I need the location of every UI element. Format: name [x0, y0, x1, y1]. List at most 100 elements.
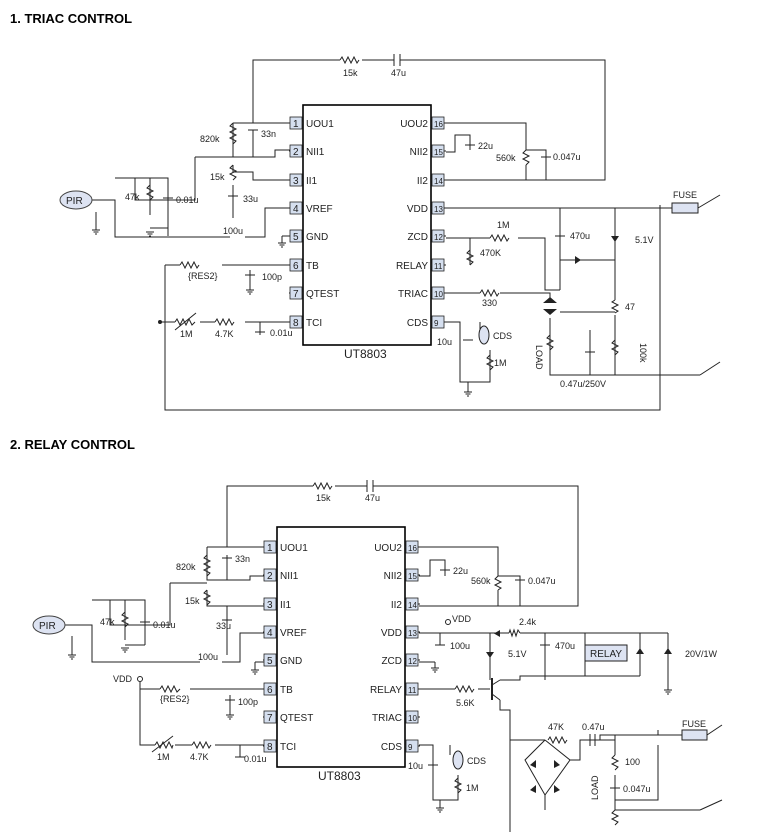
- label-001u-2: 0.01u: [153, 620, 176, 630]
- label-470u-1: 470u: [570, 231, 590, 241]
- label-pir-2: PIR: [39, 621, 56, 632]
- ic-ut8803-2: [276, 526, 406, 768]
- left-pin-8-box: [263, 739, 277, 753]
- right-pin-15-number: 15: [408, 572, 417, 581]
- resistor-560k-1: [521, 149, 531, 166]
- left-pin-7-number: 7: [267, 713, 273, 724]
- label-15k-top-2: 15k: [316, 493, 331, 503]
- right-pin-11-number: 11: [434, 262, 443, 271]
- right-pin-14-name: II2: [417, 176, 429, 187]
- section-1-title: 1. TRIAC CONTROL: [10, 11, 132, 26]
- label-22u-1: 22u: [478, 141, 493, 151]
- label-24k-2: 2.4k: [519, 617, 537, 627]
- left-pin-1-number: 1: [267, 543, 273, 554]
- label-4k7-1: 4.7K: [215, 329, 234, 339]
- left-pin-5-name: GND: [306, 232, 328, 243]
- right-pin-13-number: 13: [408, 629, 417, 638]
- right-pin-13-number: 13: [434, 205, 443, 214]
- right-pin-15-number: 15: [434, 148, 443, 157]
- label-cds-1m-2: 1M: [466, 783, 479, 793]
- left-pin-6-name: TB: [280, 685, 293, 696]
- right-pin-11-name: RELAY: [396, 261, 428, 272]
- label-56k-2: 5.6K: [456, 698, 475, 708]
- label-33n-2: 33n: [235, 554, 250, 564]
- left-pin-2-number: 2: [267, 571, 273, 582]
- right-pin-9-box: [405, 739, 419, 753]
- label-100u-2: 100u: [198, 652, 218, 662]
- pir-sensor-2: [32, 615, 66, 635]
- right-pin-9-box: [431, 315, 445, 329]
- left-pin-2-box: [289, 144, 303, 158]
- right-pin-11-number: 11: [408, 686, 417, 695]
- resistor-4k7-2: [191, 740, 212, 750]
- right-pin-16-name: UOU2: [400, 119, 428, 130]
- label-fuse-1: FUSE: [673, 190, 697, 200]
- resistor-56k-2: [454, 684, 475, 694]
- left-pin-8-name: TCI: [280, 742, 296, 753]
- left-pin-2-name: NII1: [280, 571, 299, 582]
- vdd-terminal-2: [137, 676, 143, 682]
- left-pin-1-number: 1: [293, 119, 299, 130]
- left-pin-4-number: 4: [267, 628, 273, 639]
- zener-51v-2: [486, 652, 494, 658]
- left-pin-1-name: UOU1: [280, 543, 308, 554]
- left-pin-5-box: [263, 653, 277, 667]
- label-100p-2: 100p: [238, 697, 258, 707]
- ic-ut8803-1: [302, 104, 432, 346]
- label-cds-1: CDS: [493, 331, 512, 341]
- left-pin-3-number: 3: [267, 600, 273, 611]
- label-res2-2: {RES2}: [160, 694, 190, 704]
- label-820k-2: 820k: [176, 562, 196, 572]
- left-pin-6-number: 6: [267, 685, 273, 696]
- label-pir-1: PIR: [66, 196, 83, 207]
- label-47k-ac-2: 47K: [548, 722, 564, 732]
- right-pin-16-box: [431, 116, 445, 130]
- right-pin-12-box: [431, 229, 445, 243]
- cds-sensor-2: [452, 750, 464, 770]
- left-pin-7-box: [289, 286, 303, 300]
- right-pin-15-name: NII2: [410, 147, 429, 158]
- resistor-res2-2: [159, 684, 181, 694]
- label-33n-1: 33n: [261, 129, 276, 139]
- left-pin-6-name: TB: [306, 261, 319, 272]
- diode-1: [575, 256, 581, 264]
- label-relay-2: RELAY: [590, 649, 622, 660]
- left-pin-5-number: 5: [293, 232, 299, 243]
- label-0047-2: 0.047u: [528, 576, 556, 586]
- label-0047-1: 0.047u: [553, 152, 581, 162]
- label-cds-2: CDS: [467, 756, 486, 766]
- section-2-title: 2. RELAY CONTROL: [10, 437, 135, 452]
- right-pin-13-name: VDD: [407, 204, 428, 215]
- label-470u-2: 470u: [555, 641, 575, 651]
- label-4k7-2: 4.7K: [190, 752, 209, 762]
- label-10u-1: 10u: [437, 337, 452, 347]
- label-100u-1: 100u: [223, 226, 243, 236]
- label-100k-1: 100k: [638, 343, 648, 363]
- label-vdd-net-2: VDD: [452, 614, 472, 624]
- right-pin-16-number: 16: [434, 120, 443, 129]
- label-res2-1: {RES2}: [188, 271, 218, 281]
- fuse-1: [671, 202, 699, 214]
- right-pin-15-name: NII2: [384, 571, 403, 582]
- right-pin-14-number: 14: [434, 177, 443, 186]
- wires-1: [90, 59, 721, 411]
- label-47u-top-2: 47u: [365, 493, 380, 503]
- label-470k-1: 470K: [480, 248, 501, 258]
- resistor-560k-2: [493, 575, 503, 591]
- label-001u-tci-2: 0.01u: [244, 754, 267, 764]
- resistor-47ohm-1: [610, 299, 620, 314]
- pot-1m-2: [154, 740, 174, 750]
- resistor-100-2: [610, 754, 620, 771]
- pir-sensor-1: [59, 190, 93, 210]
- left-pin-2-box: [263, 568, 277, 582]
- label-001u-tci-1: 0.01u: [270, 328, 293, 338]
- label-vdd-left-2: VDD: [113, 674, 133, 684]
- left-pin-8-name: TCI: [306, 318, 322, 329]
- load-2: [610, 809, 620, 826]
- resistor-15k-top-2: [312, 481, 333, 491]
- resistor-100k-1: [610, 339, 620, 356]
- load-1: [545, 334, 555, 351]
